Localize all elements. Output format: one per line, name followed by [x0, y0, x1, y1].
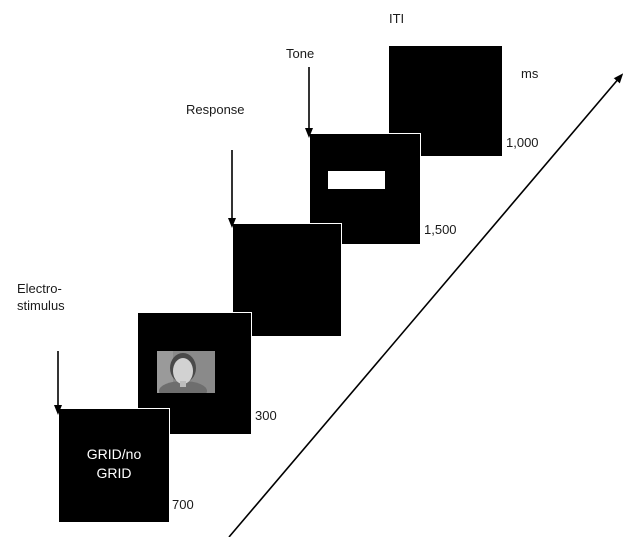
grid-text-line2: GRID [96, 465, 132, 481]
duration-300: 300 [255, 408, 277, 423]
duration-1500: 1,500 [424, 222, 457, 237]
electrostimulus-label-line2: stimulus [17, 298, 65, 313]
grid-text-line1: GRID/no [86, 446, 142, 462]
tone-label: Tone [286, 46, 315, 61]
electrostimulus-label-line1: Electro- [17, 281, 62, 296]
duration-700: 700 [172, 497, 194, 512]
grid-screen: GRID/no GRID [58, 408, 170, 523]
duration-1000: 1,000 [506, 135, 539, 150]
grid-screen-text: GRID/no GRID [59, 445, 169, 483]
face-photo [157, 351, 215, 393]
response-label: Response [186, 102, 245, 117]
electrostimulus-label: Electro- stimulus [17, 280, 65, 314]
face-image [157, 351, 215, 393]
iti-duration-unit: ms [521, 66, 539, 81]
white-rectangle [328, 171, 385, 189]
iti-label: ITI [389, 11, 405, 26]
